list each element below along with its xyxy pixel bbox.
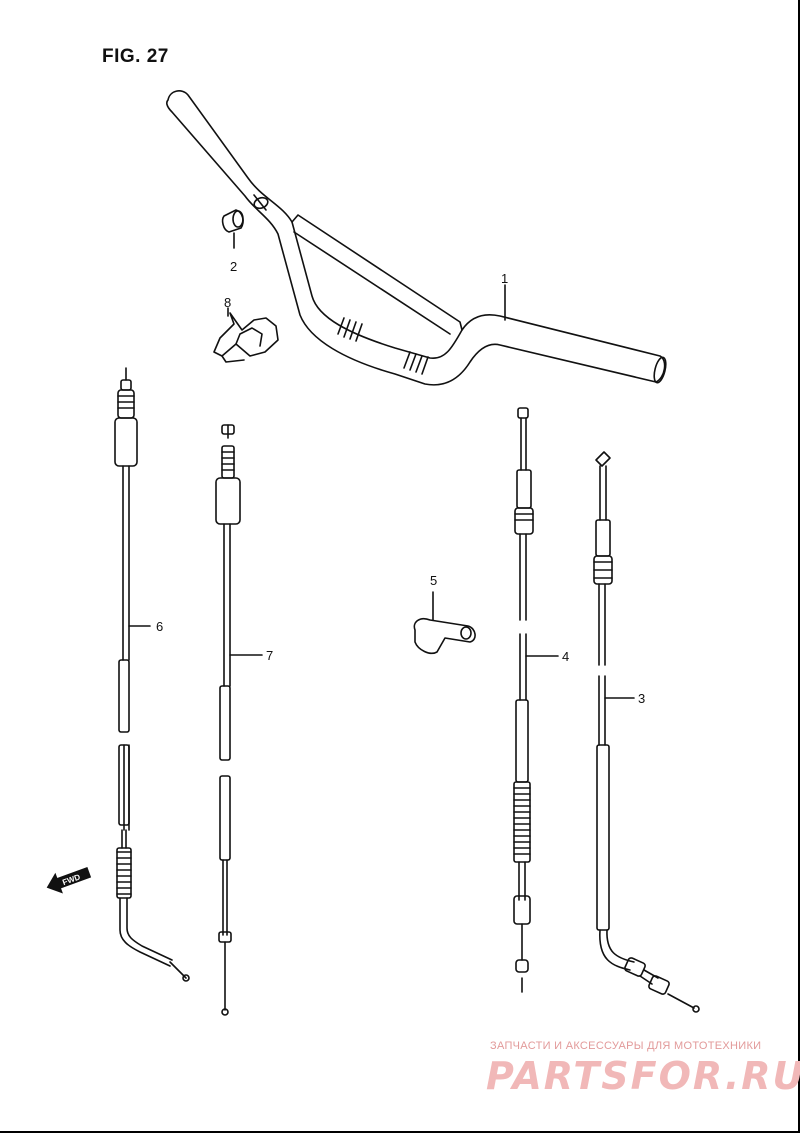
cable-3	[593, 451, 700, 1013]
cable-6	[114, 367, 190, 982]
bushing	[221, 209, 244, 249]
callout-1: 1	[501, 271, 509, 286]
cable-4	[513, 407, 534, 993]
handlebar	[166, 90, 667, 386]
callout-2: 2	[230, 259, 238, 274]
watermark-subtitle: ЗАПЧАСТИ И АКСЕССУАРЫ ДЛЯ МОТОТЕХНИКИ	[490, 1040, 762, 1052]
cable-7	[215, 424, 241, 1016]
callout-8: 8	[224, 295, 232, 310]
cable-clamp	[413, 591, 476, 655]
watermark-logo: PARTSFOR.RU	[486, 1054, 800, 1098]
callout-6: 6	[156, 619, 164, 634]
callout-4: 4	[562, 649, 570, 664]
callout-7: 7	[266, 648, 274, 663]
callout-3: 3	[638, 691, 646, 706]
callout-5: 5	[430, 573, 438, 588]
holder-clamp	[213, 307, 279, 363]
fwd-arrow-icon: FWD	[46, 867, 92, 894]
figure-title: FIG. 27	[102, 46, 169, 67]
fwd-label: FWD	[61, 872, 81, 887]
